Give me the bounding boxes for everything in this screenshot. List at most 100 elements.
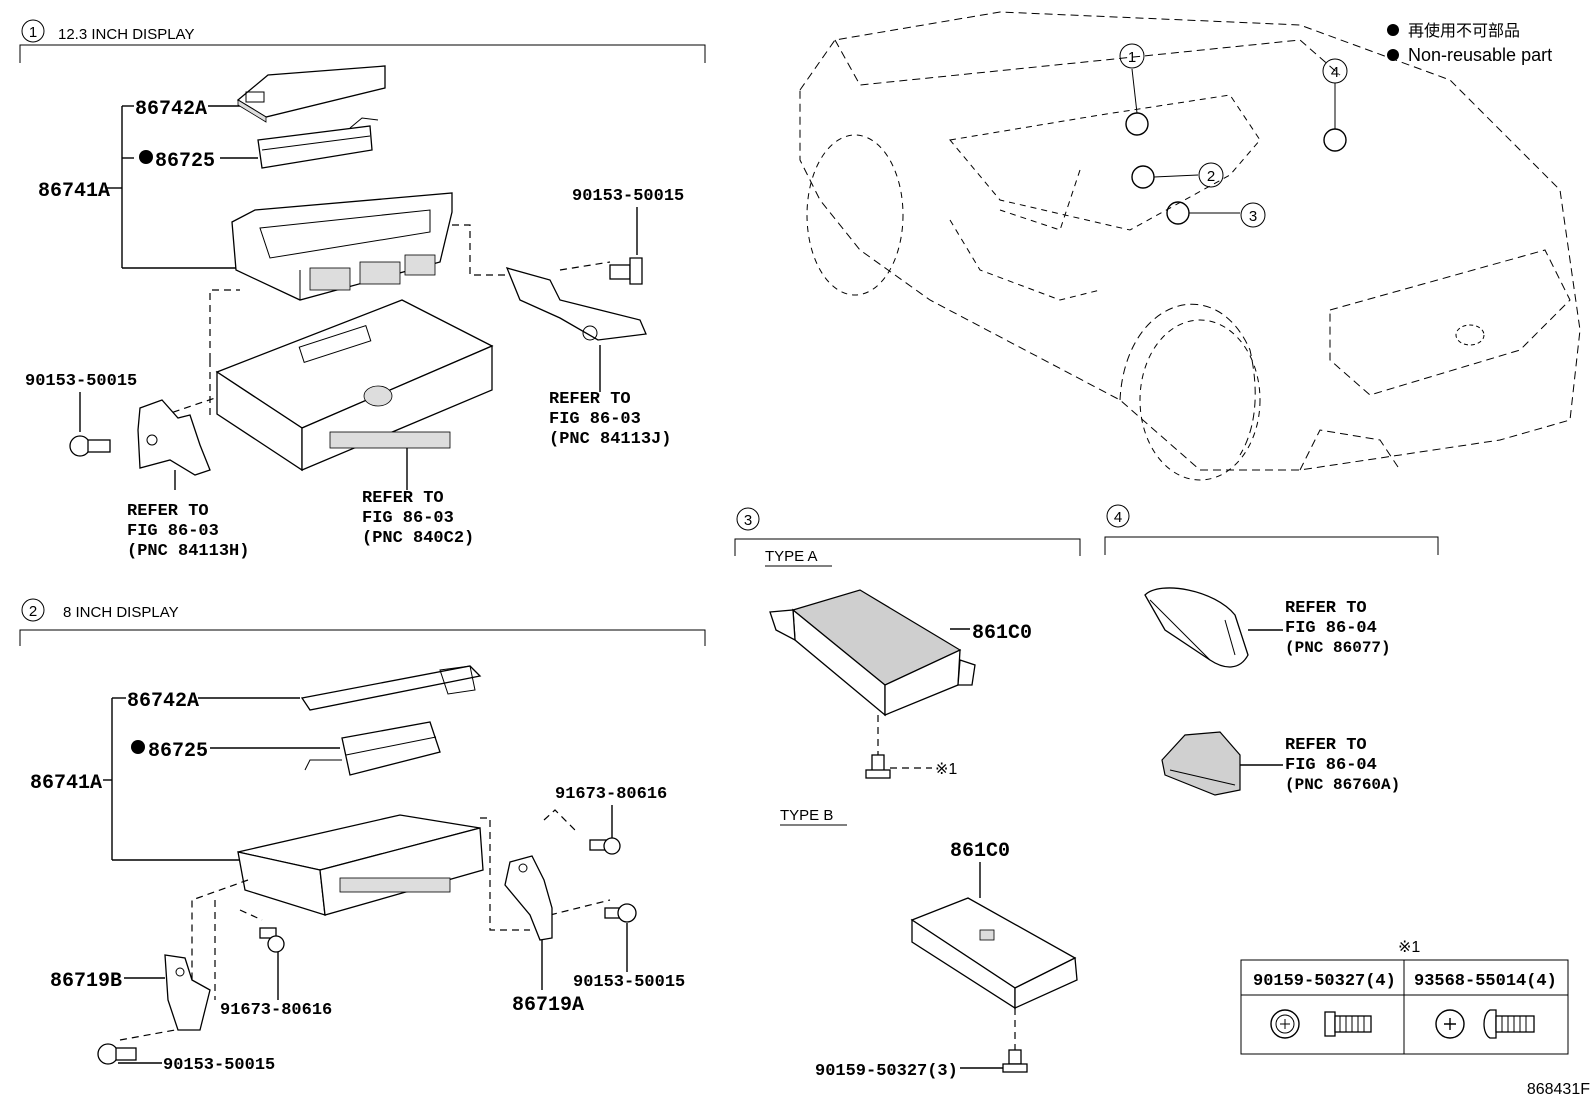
callout-4: 4 [1331, 64, 1339, 81]
pan-head-screw-icon [1435, 1009, 1535, 1039]
bolt-bottom-drawing [97, 1043, 137, 1065]
bracket-86719B-drawing [164, 954, 211, 1031]
vehicle-overview: 1 2 3 4 [799, 11, 1581, 481]
right-bracket-drawing [505, 267, 647, 341]
callout-2-circle [1198, 162, 1224, 188]
cover-86742A-drawing-2 [300, 665, 482, 711]
section-3: 3 TYPE A 861C0 ※1 TYPE B 861C0 [734, 507, 1081, 1081]
legend: 再使用不可部品 Non-reusable part [1387, 22, 1552, 65]
left-bolt-drawing [69, 435, 111, 457]
non-reusable-dot-2 [131, 740, 145, 754]
bolt-type-a-drawing [865, 754, 891, 779]
refer4-bottom-line1: REFER TO [1285, 736, 1367, 755]
type-a-label: TYPE A [765, 548, 818, 565]
screw-mid-drawing [259, 927, 285, 953]
screw-top-drawing [589, 837, 621, 855]
main-unit-drawing-2 [237, 814, 484, 916]
note-table-mark: ※1 [1398, 939, 1420, 956]
refer-right-line3: (PNC 84113J) [549, 430, 671, 449]
antenna-base-drawing [1161, 731, 1241, 796]
rear-wheel [1139, 319, 1261, 481]
location-marker-3 [1166, 201, 1190, 225]
section-3-number: 3 [744, 512, 752, 529]
note-table-col1: 90159-50327(4) [1253, 972, 1396, 991]
bolt-90159-b-label: 90159-50327(3) [815, 1062, 958, 1081]
callout-3-circle [1240, 202, 1266, 228]
bolt-90153-right-label: 90153-50015 [572, 187, 684, 206]
module-type-b-drawing [910, 897, 1078, 1010]
refer-left-line1: REFER TO [127, 502, 209, 521]
front-wheel [806, 134, 904, 296]
part-86725-label-2: 86725 [148, 740, 208, 763]
refer4-top-line1: REFER TO [1285, 599, 1367, 618]
bolt-90153-bottom-label: 90153-50015 [163, 1056, 275, 1075]
refer-left-line2: FIG 86-03 [127, 522, 219, 541]
section-2-number: 2 [29, 603, 37, 620]
section-2-bracket [19, 629, 706, 646]
section-2-title: 8 INCH DISPLAY [63, 604, 179, 621]
part-86742A-label-2: 86742A [127, 690, 199, 713]
legend-en: Non-reusable part [1408, 45, 1552, 65]
bracket-86719B-label: 86719B [50, 970, 122, 993]
refer-center-line2: FIG 86-03 [362, 509, 454, 528]
battery-86725-drawing [257, 117, 379, 169]
section-4-number-circle [1106, 504, 1130, 528]
part-86742A-label: 86742A [135, 98, 207, 121]
legend-dot-en [1387, 49, 1399, 61]
note-table: ※1 90159-50327(4) 93568-55014(4) [1240, 939, 1569, 1055]
section-4-number: 4 [1114, 509, 1122, 526]
section-4: 4 REFER TO FIG 86-04 (PNC 86077) REFER T… [1104, 504, 1439, 796]
refer4-bottom-line3: (PNC 86760A) [1285, 776, 1400, 794]
cover-86742A-drawing [236, 65, 386, 123]
section-1-bracket [19, 44, 706, 63]
module-type-a-drawing [769, 589, 976, 717]
location-marker-4 [1323, 128, 1347, 152]
refer4-top-line2: FIG 86-04 [1285, 619, 1377, 638]
part-86741A-label: 86741A [38, 180, 110, 203]
bolt-type-b-drawing [1002, 1049, 1028, 1073]
part-86725-label: 86725 [155, 150, 215, 173]
screw-91673-top-label: 91673-80616 [555, 785, 667, 804]
section-4-bracket [1104, 536, 1439, 555]
refer-right-line1: REFER TO [549, 390, 631, 409]
display-frame-drawing [231, 192, 453, 301]
location-marker-2 [1131, 165, 1155, 189]
refer-center-line3: (PNC 840C2) [362, 529, 474, 548]
shark-fin-antenna-drawing [1144, 587, 1249, 668]
refer4-top-line3: (PNC 86077) [1285, 639, 1391, 657]
callout-1-circle [1119, 43, 1145, 69]
module-861C0-a-label: 861C0 [972, 622, 1032, 645]
location-marker-1 [1125, 112, 1149, 136]
main-unit-drawing [215, 299, 494, 472]
section-3-bracket [734, 538, 1081, 556]
section-1-number-circle [21, 19, 45, 43]
right-bolt-drawing [609, 257, 643, 285]
section-1: 1 12.3 INCH DISPLAY 86742A 86725 86741A [19, 19, 706, 561]
section-3-number-circle [736, 507, 760, 531]
refer4-bottom-line2: FIG 86-04 [1285, 756, 1377, 775]
section-2: 2 8 INCH DISPLAY 86742A 86725 86741A [19, 598, 706, 1075]
note-table-col2: 93568-55014(4) [1414, 972, 1557, 991]
callout-4-circle [1322, 58, 1348, 84]
battery-86725-drawing-2 [304, 721, 441, 776]
callout-1: 1 [1128, 49, 1136, 66]
bolt-right-drawing-2 [604, 903, 637, 923]
legend-jp: 再使用不可部品 [1408, 22, 1520, 40]
type-b-label: TYPE B [780, 807, 833, 824]
bolt-90153-left-label: 90153-50015 [25, 372, 137, 391]
refer-right-line2: FIG 86-03 [549, 410, 641, 429]
section-1-number: 1 [29, 24, 37, 41]
bolt-90153-right-label-2: 90153-50015 [573, 973, 685, 992]
screw-91673-mid-label: 91673-80616 [220, 1001, 332, 1020]
callout-2: 2 [1207, 168, 1215, 185]
refer-left-line3: (PNC 84113H) [127, 542, 249, 561]
section-1-title: 12.3 INCH DISPLAY [58, 26, 194, 43]
part-86741A-label-2: 86741A [30, 772, 102, 795]
bracket-86719A-label: 86719A [512, 994, 584, 1017]
legend-dot-jp [1387, 24, 1399, 36]
flange-bolt-icon [1270, 1009, 1372, 1039]
bracket-86719A-drawing [504, 855, 553, 941]
non-reusable-dot [139, 150, 153, 164]
figure-code: 868431F [1527, 1081, 1590, 1098]
